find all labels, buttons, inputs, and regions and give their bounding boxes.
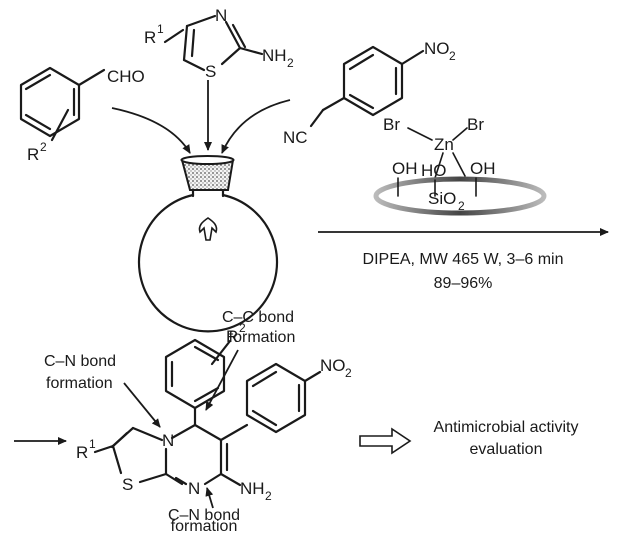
product-r2-superscript: 2	[239, 321, 246, 335]
thiazole-n-label: N	[215, 6, 227, 25]
no2-subscript: 2	[449, 49, 456, 63]
nc-label: NC	[283, 128, 308, 147]
support-label: SiO	[428, 189, 456, 208]
r1-label: R	[144, 28, 156, 47]
r2-label: R	[27, 145, 39, 164]
product-r1-label: R	[76, 443, 88, 462]
cc-annotation-line-1: C–C bond	[222, 309, 294, 326]
reactant-arrows	[111, 80, 291, 154]
nh2-subscript: 2	[287, 56, 294, 70]
hollow-arrow-icon	[359, 427, 412, 455]
conditions-line-2: 89–96%	[434, 275, 493, 292]
thiazole-s-label: S	[205, 62, 216, 81]
no2-label: NO	[424, 39, 450, 58]
cn-bottom-annotation-line-1: C–N bond	[168, 507, 240, 524]
br-left-label: Br	[383, 115, 400, 134]
ho-mid-label: HO	[421, 161, 447, 180]
product-no2-subscript: 2	[345, 366, 352, 380]
stir-bar-icon	[198, 217, 218, 241]
cc-annotation-line-2: formation	[229, 329, 296, 346]
r1-superscript: 1	[157, 22, 164, 36]
nitrophenylacetonitrile-structure: NO 2 NC	[283, 39, 456, 147]
aminothiazole-structure: N S R 1 NH 2	[144, 6, 294, 81]
zn-label: Zn	[434, 135, 454, 154]
cho-label: CHO	[107, 67, 145, 86]
product-n-ring2-label: N	[188, 479, 200, 498]
nh2-label: NH	[262, 46, 287, 65]
product-s-label: S	[122, 475, 133, 494]
conditions-line-1: DIPEA, MW 465 W, 3–6 min	[363, 251, 564, 268]
benzaldehyde-structure: CHO R 2	[19, 66, 145, 164]
br-right-label: Br	[467, 115, 484, 134]
support-subscript: 2	[458, 199, 465, 213]
outcome: Antimicrobial activity evaluation	[359, 419, 579, 458]
oh-right-label: OH	[470, 159, 496, 178]
outcome-line-2: evaluation	[470, 441, 543, 458]
product-r1-superscript: 1	[89, 437, 96, 451]
product-nh2-label: NH	[240, 479, 265, 498]
reaction-flask	[137, 155, 279, 333]
product-structure: R 2 NO 2 N N NH 2 S R 1	[14, 321, 352, 503]
r2-superscript: 2	[40, 140, 47, 154]
cn-bottom-annotation-line-2: formation	[171, 518, 238, 533]
catalyst-structure: Br Br Zn OH HO OH SiO 2	[373, 115, 547, 216]
bond-annotations: C–C bond formation C–N bond formation C–…	[44, 309, 295, 533]
product-no2-label: NO	[320, 356, 346, 375]
cn-top-annotation-line-2: formation	[46, 375, 113, 392]
product-nh2-subscript: 2	[265, 489, 272, 503]
cn-top-annotation-line-1: C–N bond	[44, 353, 116, 370]
outcome-line-1: Antimicrobial activity	[434, 419, 579, 436]
product-n-ring-label: N	[162, 431, 174, 450]
product-r2-label: R	[226, 327, 238, 346]
oh-left-label: OH	[392, 159, 418, 178]
